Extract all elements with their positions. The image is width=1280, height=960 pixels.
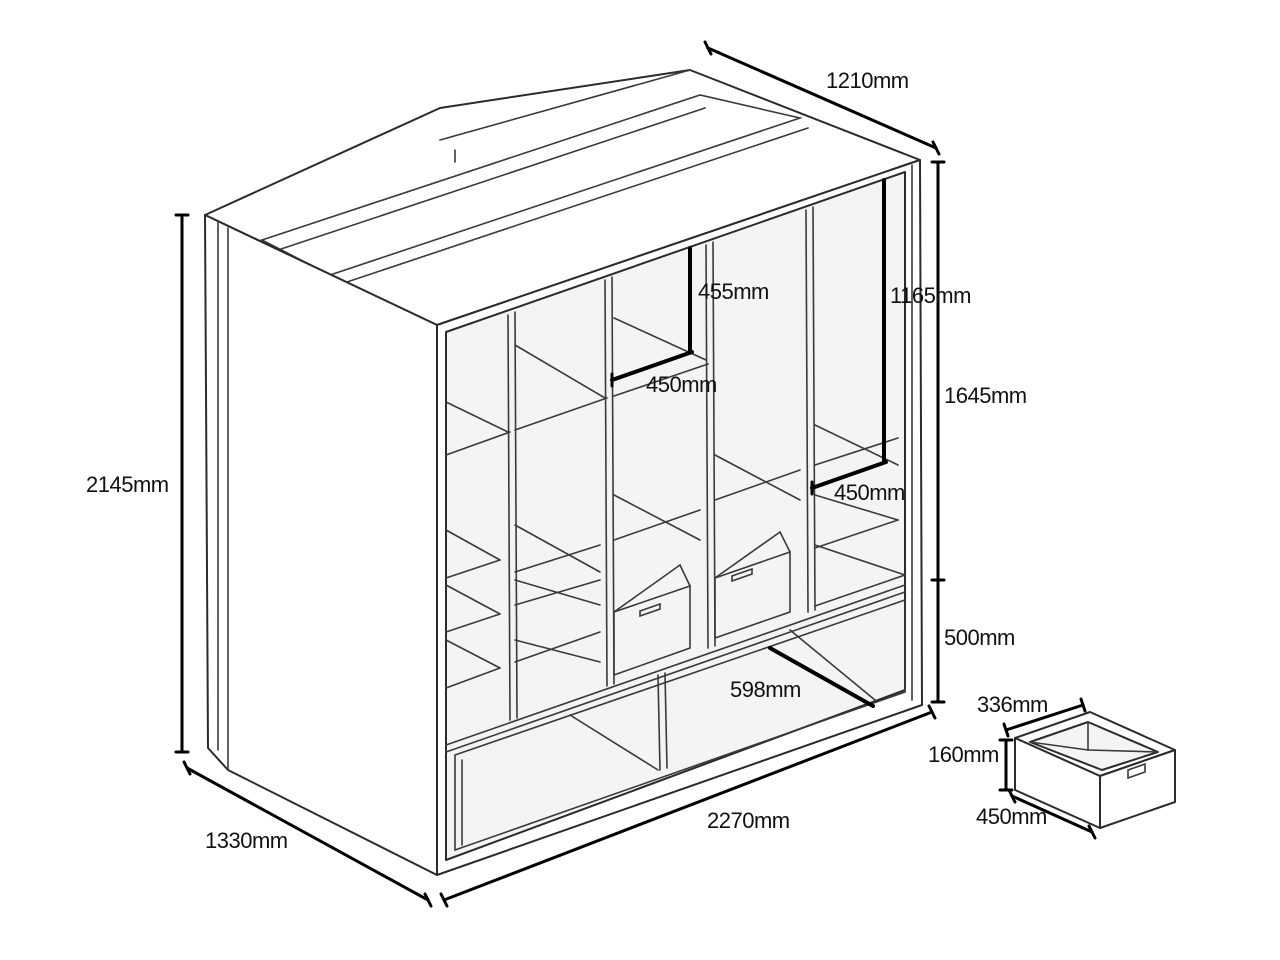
label-small-cell-height: 455mm — [698, 279, 769, 304]
label-total-height: 2145mm — [86, 472, 169, 497]
label-bottom-compartment-width: 598mm — [730, 677, 801, 702]
label-side-depth: 1330mm — [205, 828, 288, 853]
label-total-width: 2270mm — [707, 808, 790, 833]
label-small-cell-width: 450mm — [646, 372, 717, 397]
inner-drawer-left — [613, 584, 691, 677]
cabinet-left-side — [204, 214, 438, 876]
label-hanging-height: 1165mm — [890, 283, 971, 308]
wardrobe-drawing — [204, 69, 923, 876]
dimension-labels: 1210mm 2145mm 1645mm 500mm 1330mm 2270mm… — [86, 68, 1048, 853]
label-top-depth: 1210mm — [826, 68, 909, 93]
drawer-drawing — [1014, 711, 1176, 829]
label-lower-height: 500mm — [944, 625, 1015, 650]
label-hanging-width: 450mm — [834, 480, 905, 505]
label-drawer-height: 160mm — [928, 742, 999, 767]
drawer-front-face — [1099, 749, 1176, 829]
inner-drawer-right — [714, 550, 791, 640]
label-drawer-width: 450mm — [976, 804, 1047, 829]
label-drawer-depth: 336mm — [977, 692, 1048, 717]
label-upper-height: 1645mm — [944, 383, 1027, 408]
dimension-lines — [174, 40, 1097, 908]
bottom-drawer-front — [454, 598, 906, 852]
